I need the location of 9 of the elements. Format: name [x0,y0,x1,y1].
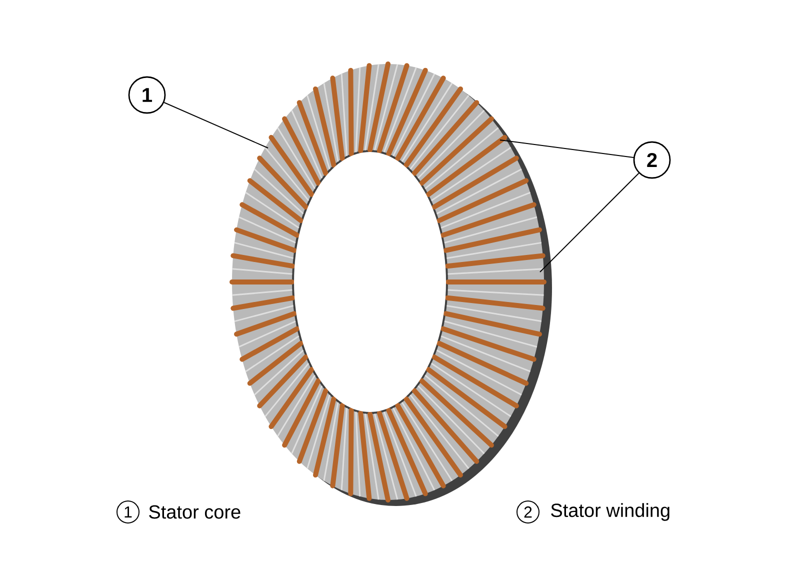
leader-line [540,172,640,272]
callout-number: 2 [633,141,671,179]
callout-number: 1 [116,500,140,524]
callout-number: 1 [128,76,166,114]
callout-number: 2 [516,500,540,524]
leader-line [500,140,634,158]
leader-line [164,102,268,148]
legend-text: Stator winding [551,503,670,521]
legend-text: Stator core [149,505,240,519]
